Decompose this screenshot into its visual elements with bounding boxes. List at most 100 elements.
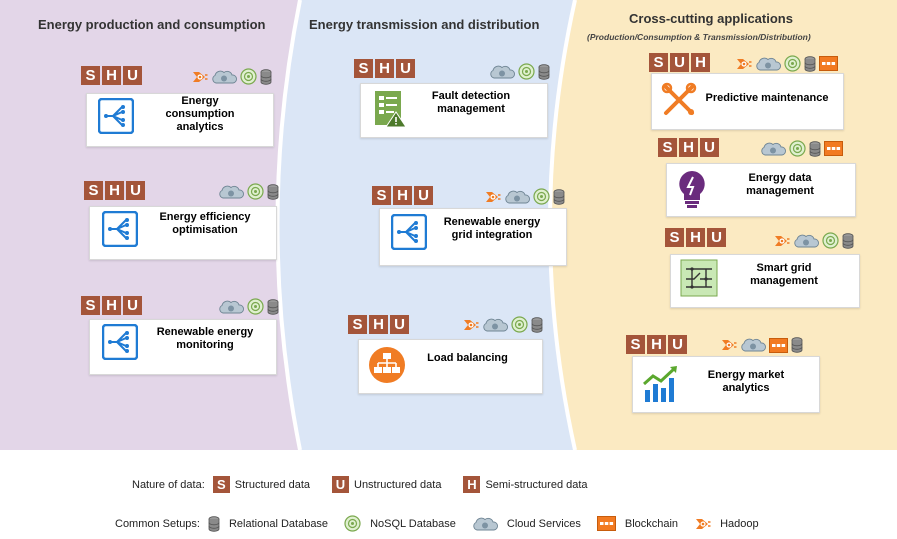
setup-icons: [720, 337, 803, 358]
application-label: Energy data management: [746, 172, 814, 197]
blockchain-icon: [596, 516, 621, 531]
cloud-icon: [755, 56, 781, 77]
cloud-icon: [472, 516, 503, 532]
unstructured-badge: U: [332, 476, 349, 493]
hadoop-icon: [484, 189, 501, 210]
data-type-badge: S: [84, 181, 103, 200]
azure-flow-icon: [101, 323, 139, 365]
setup-icons: [760, 140, 843, 162]
data-type-badge: H: [102, 296, 121, 315]
hadoop-icon: [462, 317, 479, 338]
legend-setup-label: NoSQL Database: [370, 517, 456, 530]
hierarchy-icon: [368, 346, 406, 389]
hadoop-icon: [694, 516, 716, 532]
blockchain-icon: [819, 56, 838, 76]
data-type-badge: U: [123, 296, 142, 315]
data-type-badge: H: [686, 228, 705, 247]
legend-structured-label: Structured data: [234, 478, 310, 491]
data-type-badge: S: [626, 335, 645, 354]
application-label: Load balancing: [427, 352, 508, 364]
data-type-badge: H: [647, 335, 666, 354]
hadoop-icon: [191, 69, 208, 90]
data-type-badge: U: [390, 315, 409, 334]
circuit-icon: [680, 259, 718, 302]
legend-setup-blockchain: Blockchain: [596, 516, 678, 531]
data-type-badge: S: [81, 296, 100, 315]
data-type-badge: S: [348, 315, 367, 334]
setup-icons: [218, 183, 279, 205]
relational-icon: [842, 232, 854, 254]
legend-setup-relational: Relational Database: [208, 515, 328, 532]
data-type-badge: U: [707, 228, 726, 247]
blockchain-icon: [769, 337, 788, 358]
legend-structured: S Structured data: [212, 476, 310, 493]
column-title-cross-cutting: Cross-cutting applications: [629, 11, 793, 26]
legend-semi-structured-label: Semi-structured data: [485, 478, 588, 491]
application-label: Smart grid management: [750, 262, 818, 287]
nosql-icon: [784, 55, 801, 77]
application-label: Predictive maintenance: [705, 92, 829, 104]
column-subtitle-cross-cutting: (Production/Consumption & Transmission/D…: [587, 32, 811, 42]
cloud-icon: [218, 184, 244, 205]
legend-setup-cloud: Cloud Services: [472, 516, 581, 532]
data-type-badge: H: [691, 53, 710, 72]
bulb-icon: [674, 169, 710, 214]
relational-icon: [267, 183, 279, 205]
relational-icon: [531, 316, 543, 338]
relational-icon: [208, 515, 225, 532]
cloud-icon: [218, 299, 244, 320]
legend-setup-label: Cloud Services: [506, 517, 581, 530]
legend-unstructured-label: Unstructured data: [354, 478, 442, 491]
nosql-icon: [789, 140, 806, 162]
data-type-badge: S: [665, 228, 684, 247]
legend-nature-label: Nature of data:: [132, 478, 205, 491]
legend-nature-of-data: Nature of data: S Structured data U Unstru…: [132, 476, 610, 493]
bar-trend-icon: [641, 364, 681, 409]
setup-icons: [489, 63, 550, 85]
structured-badge: S: [212, 476, 230, 493]
legend-unstructured: U Unstructured data: [332, 476, 441, 493]
cloud-icon: [793, 233, 819, 254]
data-type-badge: S: [372, 186, 391, 205]
setup-icons: [484, 188, 565, 210]
legend-setup-label: Hadoop: [720, 517, 759, 530]
data-type-badge: H: [679, 138, 698, 157]
nosql-icon: [518, 63, 535, 85]
hadoop-icon: [735, 56, 752, 77]
relational-icon: [791, 337, 803, 358]
data-type-badge: U: [668, 335, 687, 354]
data-type-badge: S: [658, 138, 677, 157]
setup-icons: [735, 55, 838, 77]
relational-icon: [553, 188, 565, 210]
application-label: Energy consumption analytics: [165, 95, 235, 133]
application-label: Energy efficiency optimisation: [159, 211, 251, 236]
blockchain-icon: [824, 141, 843, 161]
application-label: Energy market analytics: [707, 369, 785, 394]
cloud-icon: [482, 317, 508, 338]
column-title-production: Energy production and consumption: [38, 17, 266, 32]
data-type-badge: S: [649, 53, 668, 72]
tools-icon: [660, 81, 698, 124]
setup-icons: [191, 68, 272, 90]
data-type-badge: S: [354, 59, 373, 78]
data-type-badge: U: [414, 186, 433, 205]
application-card: [86, 93, 274, 147]
semi-structured-badge: H: [463, 476, 481, 493]
nosql-icon: [511, 316, 528, 338]
data-type-badge: H: [393, 186, 412, 205]
legend-semi-structured: H Semi-structured data: [463, 476, 588, 493]
data-type-badge: H: [102, 66, 121, 85]
data-type-badge: H: [375, 59, 394, 78]
cloud-icon: [211, 69, 237, 90]
nosql-icon: [822, 232, 839, 254]
azure-flow-icon: [101, 210, 139, 252]
